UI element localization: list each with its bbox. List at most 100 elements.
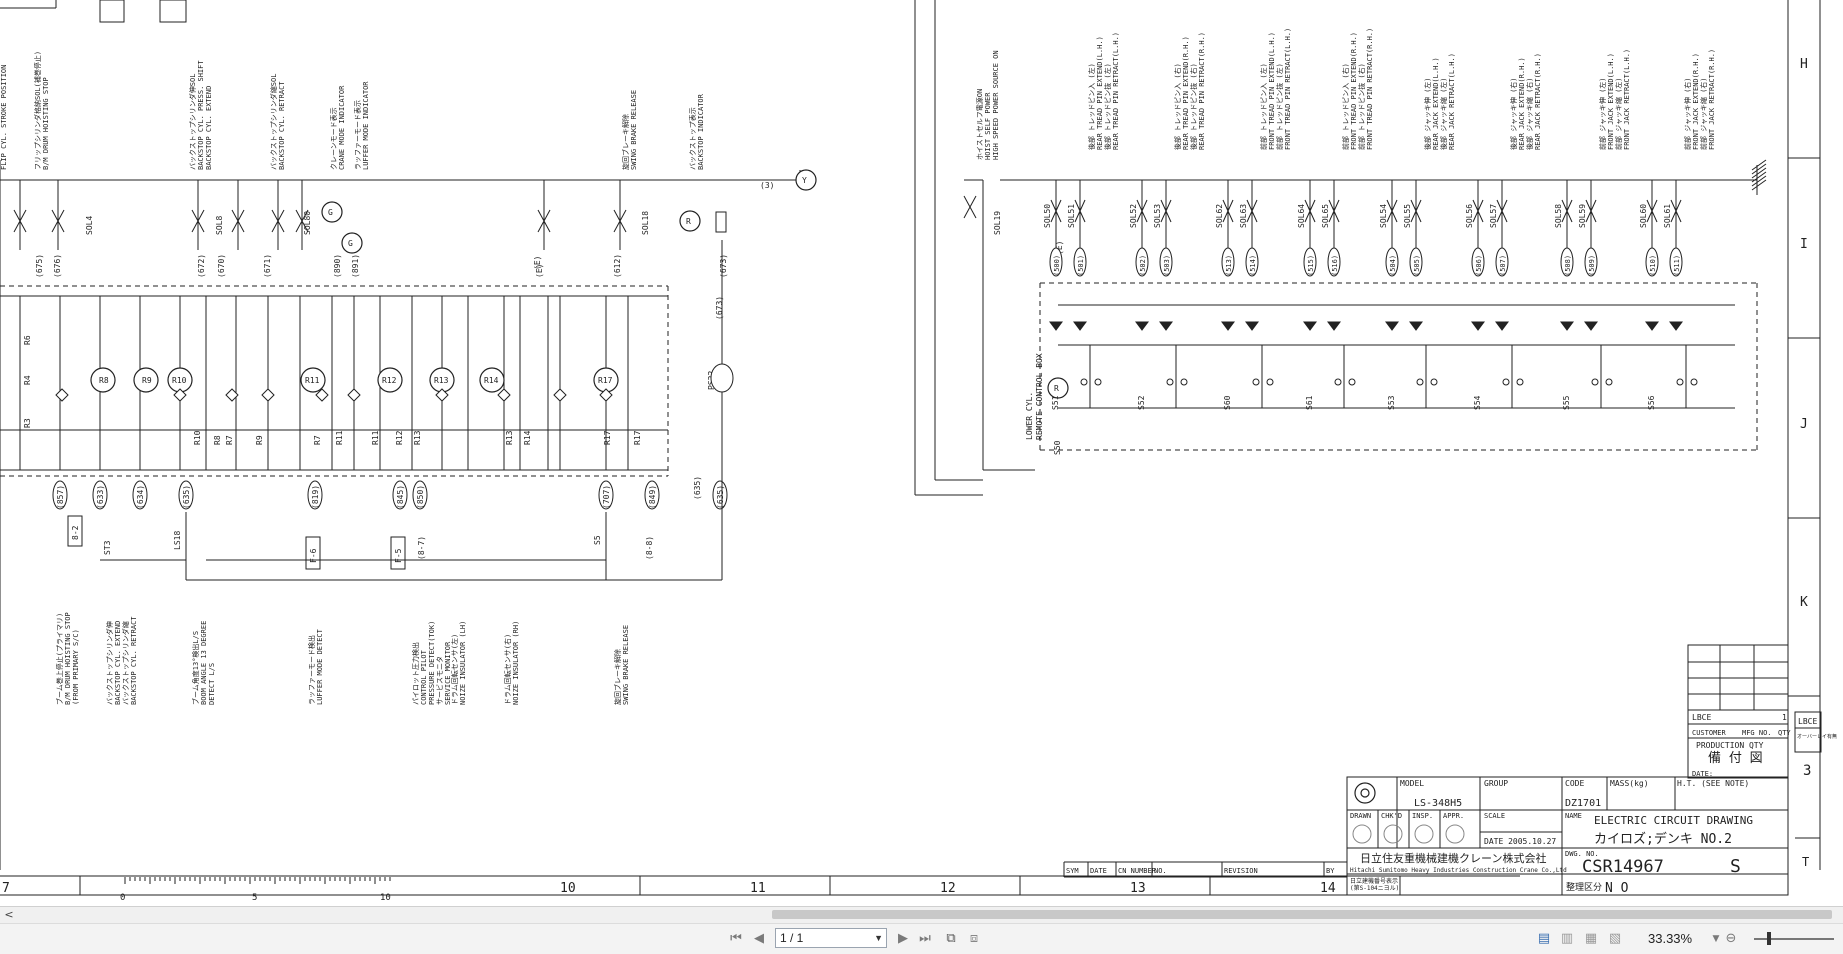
switch-contact bbox=[1094, 378, 1102, 386]
wire-number: (506) bbox=[1475, 255, 1483, 276]
ground-symbol bbox=[1751, 175, 1767, 187]
title-text: T bbox=[1802, 855, 1809, 869]
top-label: バックストップ表示BACKSTOP INDICATOR bbox=[688, 93, 705, 170]
ref-box bbox=[67, 515, 83, 547]
page-number-input[interactable]: 1 / 1 ▼ bbox=[775, 928, 887, 948]
rotate-page-icon[interactable]: ⧈ bbox=[969, 931, 979, 946]
wire-tag bbox=[1303, 247, 1317, 277]
revision-header: DATE bbox=[1090, 867, 1107, 875]
wire-number: (634) bbox=[136, 485, 145, 509]
switch-label: S53 bbox=[1387, 395, 1396, 410]
solenoid-symbol bbox=[13, 209, 27, 233]
wire-number: (507) bbox=[1499, 255, 1507, 276]
right-left-label: ホイストセルフ電源ONHOIST SELF POWERHIGH SPEED PO… bbox=[975, 50, 1000, 160]
title-text: N O bbox=[1605, 881, 1629, 896]
switch-contact bbox=[1690, 378, 1698, 386]
switch-contact bbox=[1605, 378, 1613, 386]
wire-number: (635) bbox=[716, 485, 725, 509]
relay-coil-label: R14 bbox=[484, 376, 499, 385]
relay-coil-label: R8 bbox=[99, 376, 109, 385]
switch-label: S55 bbox=[1562, 395, 1571, 410]
ground-symbol bbox=[1751, 171, 1767, 183]
scale-label: 0 bbox=[120, 893, 125, 903]
two-page-icon[interactable]: ⧉ bbox=[946, 931, 956, 946]
bottom-label: ブーム角度13°検出L/SBOOM ANGLE 13 DEGREEDETECT … bbox=[191, 621, 216, 705]
title-text: S bbox=[1730, 856, 1741, 877]
diode-symbol bbox=[1584, 321, 1598, 331]
switch-contact bbox=[1516, 378, 1524, 386]
title-text: CHK'D bbox=[1381, 812, 1402, 820]
wire-number: (510) bbox=[1649, 255, 1657, 276]
diode-symbol bbox=[497, 388, 511, 402]
wire-tag bbox=[1385, 247, 1399, 277]
title-block bbox=[1346, 776, 1789, 896]
ground-symbol bbox=[1751, 159, 1767, 171]
revision-header: CN NUMBER bbox=[1118, 867, 1157, 875]
zoom-slider-handle[interactable] bbox=[1767, 932, 1771, 945]
diode-symbol bbox=[1303, 321, 1317, 331]
single-page-view-icon[interactable]: ▤ bbox=[1537, 931, 1551, 946]
zoom-level[interactable]: 33.33% bbox=[1648, 931, 1693, 946]
solenoid-symbol bbox=[1386, 199, 1398, 223]
scroll-thumb[interactable] bbox=[772, 910, 1832, 919]
drawing-ref: (8-7) bbox=[417, 536, 426, 560]
relay-coil-label: R17 bbox=[598, 376, 613, 385]
solenoid-label: SOL61 bbox=[1663, 204, 1672, 228]
facing-view-icon[interactable]: ▦ bbox=[1584, 931, 1598, 946]
zoom-dropdown-icon[interactable]: ▼ bbox=[1712, 934, 1720, 944]
scale-number: 11 bbox=[750, 881, 766, 896]
wire-number: (E) bbox=[533, 256, 542, 270]
scroll-left-arrow[interactable]: < bbox=[4, 908, 14, 921]
luffer-lamp bbox=[341, 232, 363, 254]
solenoid-symbol bbox=[295, 209, 309, 233]
scale-number: 12 bbox=[940, 881, 956, 896]
title-text: INSP. bbox=[1412, 812, 1433, 820]
solenoid-symbol bbox=[963, 195, 977, 219]
scale-number: 7 bbox=[2, 881, 10, 896]
continuous-view-icon[interactable]: ▥ bbox=[1560, 931, 1574, 946]
wire-tag bbox=[1073, 247, 1087, 277]
switch-label: S50 bbox=[1053, 440, 1062, 455]
switch-label: S60 bbox=[1223, 395, 1232, 410]
indicator-box bbox=[715, 211, 727, 233]
prev-page-icon[interactable]: ◀ bbox=[754, 931, 764, 946]
wire-number: (845) bbox=[396, 485, 405, 509]
title-text: Hitachi Sumitomo Heavy Industries Constr… bbox=[1350, 867, 1567, 874]
relay-contact-label: R12 bbox=[395, 430, 404, 445]
title-text: QTY bbox=[1778, 729, 1791, 737]
zoom-out-icon[interactable]: ⊖ bbox=[1725, 931, 1737, 946]
cover-view-icon[interactable]: ▧ bbox=[1608, 931, 1622, 946]
top-label: 前部 トレッドピン入 (右)FRONT TREAD PIN EXTEND(R.H… bbox=[1341, 28, 1374, 150]
solenoid-label: SOL4 bbox=[85, 216, 94, 235]
first-page-icon[interactable]: ⏮ bbox=[730, 931, 742, 946]
top-label: 後部 トレッドピン入 (右)REAR TREAD PIN EXTEND(R.H.… bbox=[1173, 32, 1206, 150]
relay-coil-label: R10 bbox=[172, 376, 187, 385]
diode-symbol bbox=[315, 388, 329, 402]
last-page-icon[interactable]: ⏭ bbox=[919, 931, 931, 946]
wire-number: (500) bbox=[1053, 255, 1061, 276]
switch-contact bbox=[1348, 378, 1356, 386]
horizontal-scrollbar[interactable]: < bbox=[0, 906, 1843, 923]
next-page-icon[interactable]: ▶ bbox=[898, 931, 908, 946]
solenoid-symbol bbox=[1585, 199, 1597, 223]
wire-number: (635) bbox=[182, 485, 191, 509]
top-label: 後部 ジャッキ伸 (左)REAR JACK EXTEND(L.H.)後部 ジャッ… bbox=[1423, 53, 1456, 150]
switch-contact bbox=[1676, 378, 1684, 386]
relay-contact-label: R4 bbox=[23, 375, 32, 385]
solenoid-label: SOL53 bbox=[1153, 204, 1162, 228]
wire-number: (891) bbox=[351, 254, 360, 278]
wire-number: (504) bbox=[1389, 255, 1397, 276]
diode-symbol bbox=[435, 388, 449, 402]
solenoid-symbol bbox=[271, 209, 285, 233]
relay-coil bbox=[377, 367, 403, 393]
wire-number: (673) bbox=[715, 296, 724, 320]
diode-symbol bbox=[1669, 321, 1683, 331]
title-text: MASS(kg) bbox=[1610, 779, 1649, 788]
solenoid-label: SOL55 bbox=[1403, 204, 1412, 228]
zoom-slider[interactable] bbox=[1754, 938, 1834, 940]
chevron-down-icon[interactable]: ▼ bbox=[874, 933, 883, 943]
solenoid-label: SOL50 bbox=[1043, 204, 1052, 228]
wire-tag bbox=[392, 480, 408, 510]
status-bar: ⏮ ◀ 1 / 1 ▼ ▶ ⏭ ⧉ ⧈ ▤ ▥ ▦ ▧ 33.33% ▼ ⊖ bbox=[0, 923, 1843, 954]
